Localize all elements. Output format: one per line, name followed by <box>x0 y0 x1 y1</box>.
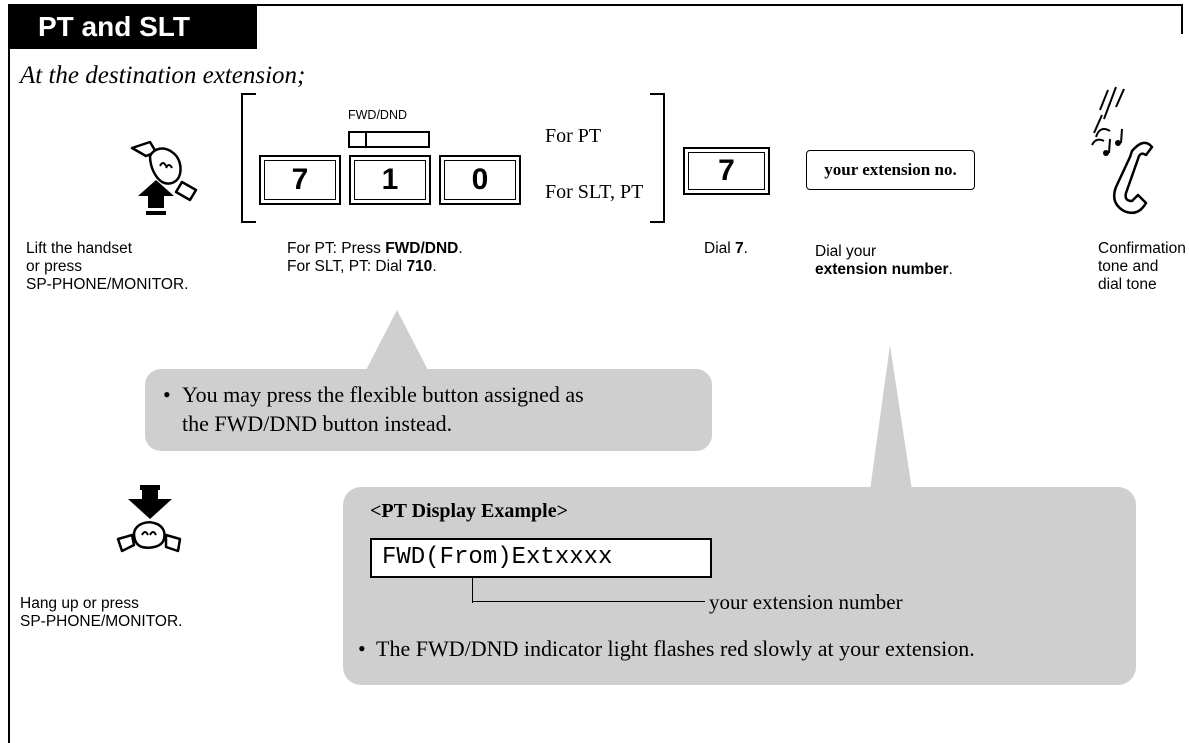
step4-line1: Dial your <box>815 243 877 260</box>
handset-tone-icon <box>1091 86 1154 214</box>
display-example-title: <PT Display Example> <box>370 500 569 522</box>
subtitle: At the destination extension; <box>20 62 306 89</box>
display-note-text: The FWD/DND indicator light flashes red … <box>376 636 975 661</box>
step1-line3: SP-PHONE/MONITOR. <box>26 276 189 293</box>
step5-line3: dial tone <box>1098 276 1157 293</box>
lcd-display: FWD(From)Extxxxx <box>370 538 712 578</box>
pointer-label: your extension number <box>709 590 903 614</box>
step5-caption: Confirmation tone and dial tone <box>1098 240 1186 294</box>
key-label: 7 <box>688 152 765 190</box>
off-hook-icon <box>130 140 198 215</box>
frame-top-border <box>8 4 1183 6</box>
right-bracket <box>650 93 665 223</box>
callout-pointer-1 <box>365 310 429 372</box>
callout-note-flexible-button: • You may press the flexible button assi… <box>145 369 712 451</box>
for-slt-pt-label: For SLT, PT <box>545 181 644 203</box>
step1-line1: Lift the handset <box>26 240 132 257</box>
hangup-line1: Hang up or press <box>20 595 139 612</box>
extension-number-box[interactable]: your extension no. <box>806 150 975 190</box>
pointer-vertical-line <box>472 576 473 603</box>
step3-caption: Dial 7. <box>704 240 748 257</box>
step5-line2: tone and <box>1098 258 1159 275</box>
step2-line2: For SLT, PT: Dial 710. <box>287 258 437 275</box>
fwd-dnd-button-label: FWD/DND <box>348 108 408 122</box>
hangup-caption: Hang up or press SP-PHONE/MONITOR. <box>20 595 182 631</box>
left-bracket <box>241 93 256 223</box>
frame-left-border <box>8 4 10 743</box>
callout-display-example: <PT Display Example> FWD(From)Extxxxx yo… <box>343 487 1136 685</box>
note1-line2: the FWD/DND button instead. <box>182 411 453 436</box>
dial-key-7-standalone[interactable]: 7 <box>683 147 770 195</box>
step4-line2: extension number. <box>815 261 953 278</box>
step1-caption: Lift the handset or press SP-PHONE/MONIT… <box>26 240 188 294</box>
step5-line1: Confirmation <box>1098 240 1186 257</box>
note1-text: You may press the flexible button assign… <box>182 380 584 438</box>
fwd-dnd-button[interactable] <box>348 131 430 148</box>
step1-line2: or press <box>26 258 82 275</box>
step2-line1: For PT: Press FWD/DND. <box>287 240 463 257</box>
dial-key-0[interactable]: 0 <box>439 155 521 205</box>
step2-caption: For PT: Press FWD/DND. For SLT, PT: Dial… <box>287 240 463 276</box>
note1-bullet: • <box>163 382 171 407</box>
callout-pointer-2 <box>870 345 912 490</box>
dial-key-7[interactable]: 7 <box>259 155 341 205</box>
pointer-horizontal-line <box>472 601 705 602</box>
step4-caption: Dial your extension number. <box>815 243 953 279</box>
for-pt-label: For PT <box>545 125 602 147</box>
on-hook-icon <box>116 485 182 553</box>
dial-key-1[interactable]: 1 <box>349 155 431 205</box>
hangup-line2: SP-PHONE/MONITOR. <box>20 613 183 630</box>
frame-right-border <box>1181 4 1183 34</box>
key-label: 0 <box>444 160 516 200</box>
key-label: 7 <box>264 160 336 200</box>
section-header: PT and SLT <box>8 4 257 49</box>
key-label: 1 <box>354 160 426 200</box>
display-note-bullet: • <box>358 636 366 661</box>
note1-line1: You may press the flexible button assign… <box>182 382 584 407</box>
